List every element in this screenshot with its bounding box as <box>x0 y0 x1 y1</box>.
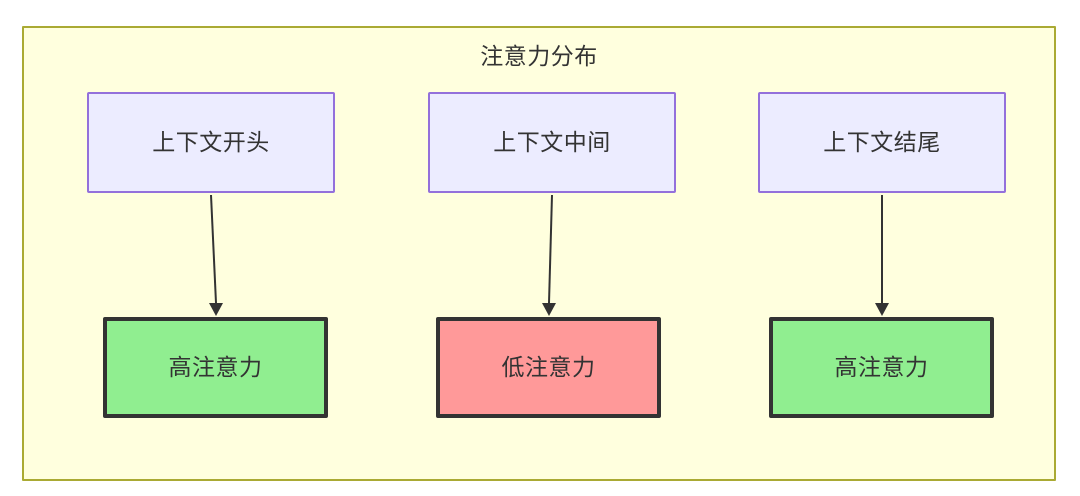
node-attention-start[interactable]: 高注意力 <box>103 317 328 418</box>
node-label: 上下文开头 <box>152 129 270 155</box>
node-attention-end[interactable]: 高注意力 <box>769 317 994 418</box>
node-attention-middle[interactable]: 低注意力 <box>436 317 661 418</box>
node-label: 高注意力 <box>834 354 929 380</box>
node-context-end[interactable]: 上下文结尾 <box>758 92 1006 193</box>
node-label: 高注意力 <box>168 354 263 380</box>
node-label: 低注意力 <box>501 354 596 380</box>
node-label: 上下文中间 <box>493 129 611 155</box>
subgraph-title: 注意力分布 <box>480 43 598 69</box>
node-context-start[interactable]: 上下文开头 <box>87 92 335 193</box>
node-label: 上下文结尾 <box>823 129 941 155</box>
node-context-middle[interactable]: 上下文中间 <box>428 92 676 193</box>
